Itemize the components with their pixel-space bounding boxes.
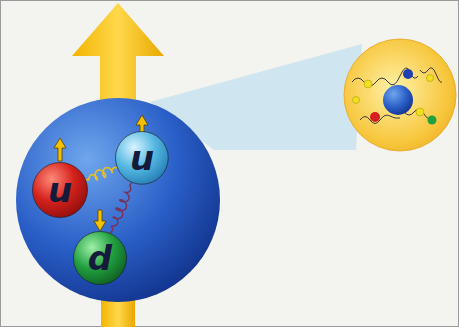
proton-sphere xyxy=(16,98,220,302)
quark-ball: u xyxy=(115,131,169,185)
quark-label: u xyxy=(48,173,72,207)
gluon-spring xyxy=(86,168,117,180)
quark-circle xyxy=(116,132,169,185)
quark-label: d xyxy=(88,241,112,275)
gluon-spring xyxy=(110,183,131,233)
quark-label: u xyxy=(130,141,154,175)
quark-ball: d xyxy=(73,231,127,285)
quark-ball: u xyxy=(32,162,88,218)
quark-circle xyxy=(74,232,127,285)
zoom-circle xyxy=(344,39,456,151)
quark-circle xyxy=(33,163,88,218)
spin-arrow xyxy=(72,3,164,110)
